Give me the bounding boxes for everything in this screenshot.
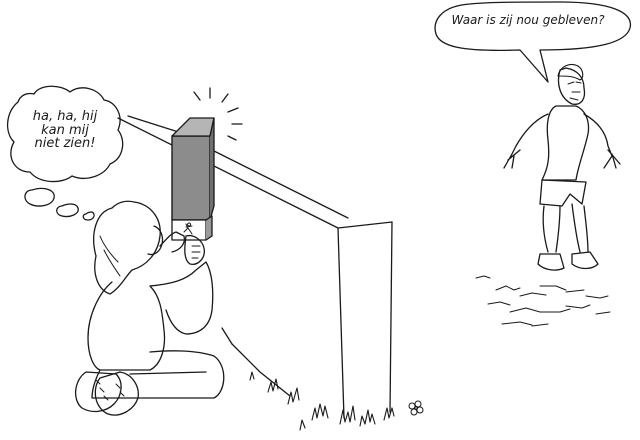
thought-bubble-cloud (7, 85, 124, 183)
hiding-girl (75, 200, 225, 416)
thought-bubble-puff-large (24, 187, 55, 207)
searching-boy (475, 63, 621, 327)
thought-bubble-text: ha, ha, hij kan mij niet zien! (14, 110, 116, 151)
speech-bubble (434, 1, 632, 83)
boy-head (557, 67, 586, 105)
wall-top-back-line (211, 149, 349, 219)
thought-bubble-puff-small (82, 211, 95, 221)
girl-hair (93, 200, 161, 295)
boy-legs (542, 203, 589, 253)
girl-legs (91, 350, 225, 399)
thought-line-2: kan mij (41, 122, 89, 138)
thought-bubble (7, 85, 124, 221)
periscope-icon (171, 87, 243, 241)
girl-arm-upper (159, 231, 186, 253)
wall-front-face (337, 221, 393, 419)
boy-hair (557, 63, 584, 81)
thought-bubble-puff-medium (56, 203, 79, 218)
girl-torso (87, 281, 166, 371)
boy-torso (541, 105, 590, 181)
periscope-top (171, 117, 215, 137)
boy-shoe-left (537, 253, 565, 271)
speech-bubble-text: Waar is zij nou gebleven? (451, 13, 605, 27)
boy-ground (475, 275, 611, 327)
wall-lower-edge (231, 343, 291, 397)
speech-bubble-outline (434, 1, 632, 83)
girl-hand (184, 234, 205, 265)
wall-bottom-edge (221, 327, 233, 345)
periscope-tube (171, 135, 211, 221)
girl-shoe-left (75, 371, 122, 413)
wall-top-edge (117, 117, 393, 229)
periscope-sight-lines (193, 87, 243, 141)
walking-figure-icon (183, 222, 193, 235)
grass (249, 371, 395, 431)
boy-arm-left (503, 113, 549, 169)
boy-arm-right (583, 113, 621, 169)
girl-shoe-right (94, 371, 139, 416)
thought-line-1: ha, ha, hij (32, 109, 98, 124)
boy-shorts (539, 179, 587, 207)
flower-icon (408, 400, 424, 416)
thought-line-3: niet zien! (34, 136, 96, 152)
boy-shoe-right (571, 251, 599, 270)
